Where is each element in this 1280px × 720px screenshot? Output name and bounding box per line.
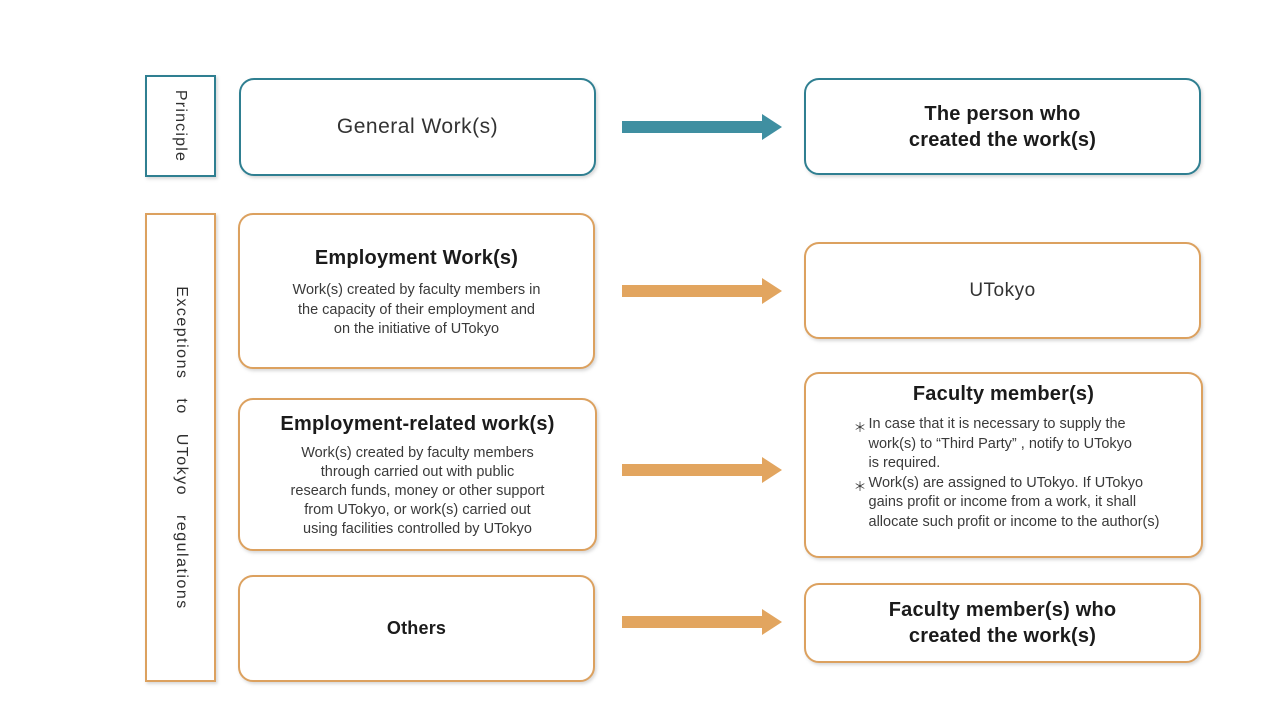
principle-label: Principle — [172, 89, 190, 163]
others-title: Others — [386, 618, 447, 638]
note-text: In case that it is necessary to supply t… — [868, 416, 1132, 471]
general-works-title: General Work(s) — [336, 115, 499, 138]
general-works-box: General Work(s) — [239, 78, 596, 176]
asterisk-marker: ＊ — [853, 478, 867, 494]
arrow-right-icon — [622, 609, 782, 635]
arrow-head — [762, 609, 782, 635]
arrow-right-icon — [622, 457, 782, 483]
faculty-members-notes: ＊ In case that it is necessary to supply… — [840, 415, 1168, 532]
utokyo-title: UTokyo — [969, 279, 1036, 301]
arrow-right-icon — [622, 278, 782, 304]
employment-works-box: Employment Work(s) Work(s) created by fa… — [238, 213, 595, 369]
arrow-right-icon — [622, 114, 782, 140]
note-item: ＊ Work(s) are assigned to UTokyo. If UTo… — [854, 474, 1160, 533]
utokyo-box: UTokyo — [804, 242, 1201, 339]
arrow-shaft — [622, 616, 763, 628]
person-created-title: The person who created the work(s) — [908, 102, 1097, 151]
person-created-box: The person who created the work(s) — [804, 78, 1201, 175]
faculty-created-box: Faculty member(s) who created the work(s… — [804, 583, 1201, 663]
others-box: Others — [238, 575, 595, 682]
asterisk-marker: ＊ — [853, 420, 867, 435]
arrow-head — [762, 114, 782, 140]
principle-section-label-box: Principle — [145, 75, 216, 177]
arrow-head — [762, 278, 782, 304]
employment-related-description: Work(s) created by faculty members throu… — [290, 445, 545, 537]
faculty-members-title: Faculty member(s) — [912, 383, 1095, 405]
note-item: ＊ In case that it is necessary to supply… — [854, 415, 1160, 474]
arrow-shaft — [622, 464, 763, 476]
faculty-members-box: Faculty member(s) ＊ In case that it is n… — [804, 372, 1203, 558]
employment-works-description: Work(s) created by faculty members in th… — [292, 282, 541, 337]
employment-related-box: Employment-related work(s) Work(s) creat… — [238, 398, 597, 551]
arrow-shaft — [622, 285, 763, 297]
note-text: Work(s) are assigned to UTokyo. If UToky… — [868, 474, 1160, 530]
faculty-created-title: Faculty member(s) who created the work(s… — [888, 599, 1117, 647]
employment-works-title: Employment Work(s) — [314, 247, 519, 269]
exceptions-label: Exceptions to UTokyo regulations — [172, 285, 190, 610]
arrow-head — [762, 457, 782, 483]
exceptions-section-label-box: Exceptions to UTokyo regulations — [145, 213, 216, 682]
employment-related-title: Employment-related work(s) — [280, 413, 555, 435]
arrow-shaft — [622, 121, 763, 133]
